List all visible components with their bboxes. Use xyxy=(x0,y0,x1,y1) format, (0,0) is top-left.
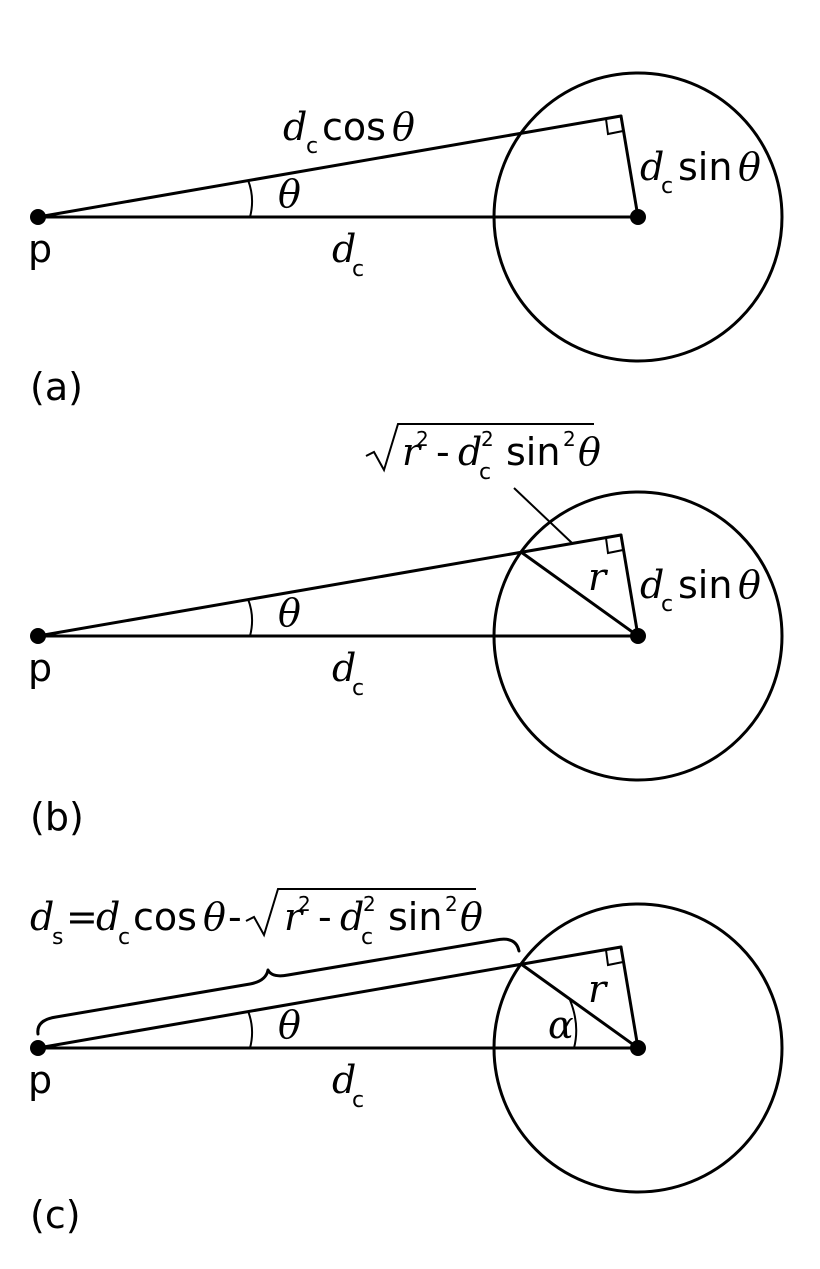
label-dc-sin-theta-b: d c sin θ xyxy=(640,563,761,617)
angle-arc-theta-c xyxy=(247,1010,254,1049)
eq-sign: = xyxy=(66,895,98,939)
angle-label-c: θ xyxy=(278,1003,301,1047)
sqrt-theta: θ xyxy=(578,430,601,474)
sqrt-d-exp: 2 xyxy=(481,427,494,451)
label-d: d xyxy=(332,227,356,271)
label-d: d xyxy=(332,1058,356,1102)
sqrt-minus: - xyxy=(436,430,450,474)
label-fn: sin xyxy=(678,145,732,189)
distance-brace-c xyxy=(36,937,521,1036)
label-theta: θ xyxy=(392,105,415,149)
alpha-label-c: α xyxy=(548,1003,574,1047)
right-angle-mark-b xyxy=(605,537,624,555)
caption-c: (c) xyxy=(30,1193,81,1237)
sqrt-r-exp: 2 xyxy=(298,892,311,916)
point-label-b: p xyxy=(28,646,52,690)
center-c xyxy=(630,1040,646,1056)
angle-label-b: θ xyxy=(278,591,301,635)
point-p-a xyxy=(30,209,46,225)
label-sub: c xyxy=(352,1088,364,1113)
dc-sub: c xyxy=(118,925,130,950)
sqrt-theta: θ xyxy=(460,895,483,939)
ds-sub: s xyxy=(52,925,63,950)
sqrt-d: d xyxy=(458,430,482,474)
sqrt-d-sub: c xyxy=(479,460,491,485)
sqrt-fn: sin xyxy=(506,430,560,474)
label-sub: c xyxy=(661,592,673,617)
caption-a: (a) xyxy=(30,365,83,409)
perpendicular-b xyxy=(619,533,640,638)
center-a xyxy=(630,209,646,225)
label-dc-cos-theta: d c cos θ xyxy=(283,105,415,159)
radius-label-b: r xyxy=(588,555,609,599)
label-sub: c xyxy=(306,134,318,159)
label-dc-base-a: d c xyxy=(332,227,364,282)
label-dc-sin-theta-a: d c sin θ xyxy=(640,145,761,199)
sqrt-fn: sin xyxy=(388,895,442,939)
point-label-a: p xyxy=(28,227,52,271)
sqrt-d-exp: 2 xyxy=(363,892,376,916)
ds-formula-c: d s = d c cos θ - r 2 - d 2 c sin 2 θ xyxy=(30,888,483,950)
sqrt-fn-exp: 2 xyxy=(445,892,458,916)
sqrt-sign xyxy=(365,423,594,473)
radius-label-c: r xyxy=(588,967,609,1011)
sqrt-fn-exp: 2 xyxy=(563,427,576,451)
radius-line-b xyxy=(519,550,640,638)
label-fn: cos xyxy=(322,105,386,149)
angle-arc-a xyxy=(247,179,254,218)
right-angle-mark-a xyxy=(605,118,624,136)
point-label-c: p xyxy=(28,1058,52,1102)
panel-c: p (c) d s = d c cos θ - r 2 - d 2 c sin … xyxy=(28,888,784,1237)
label-sub: c xyxy=(661,174,673,199)
label-d: d xyxy=(332,646,356,690)
sqrt-sign xyxy=(245,888,476,938)
center-b xyxy=(630,628,646,644)
angle-arc-alpha-c xyxy=(569,999,578,1049)
sqrt-expression-b: r 2 - d 2 c sin 2 θ xyxy=(365,423,601,485)
label-sub: c xyxy=(352,257,364,282)
hypotenuse-a xyxy=(36,114,623,219)
dc-d: d xyxy=(96,895,120,939)
label-theta: θ xyxy=(738,563,761,607)
leader-line-b xyxy=(513,487,573,544)
sqrt-r-exp: 2 xyxy=(416,427,429,451)
panel-a: p (a) d c cos θ d c sin θ θ d c xyxy=(28,71,784,409)
sqrt-d-sub: c xyxy=(361,925,373,950)
sqrt-r: r xyxy=(402,430,423,474)
point-p-b xyxy=(30,628,46,644)
right-angle-mark-c xyxy=(605,949,624,967)
radius-line-c xyxy=(519,962,640,1050)
label-sub: c xyxy=(352,676,364,701)
label-theta: θ xyxy=(738,145,761,189)
hypotenuse-b xyxy=(36,533,623,638)
label-d: d xyxy=(640,145,664,189)
label-d: d xyxy=(640,563,664,607)
cos-theta: θ xyxy=(203,895,226,939)
perpendicular-c xyxy=(619,945,640,1050)
angle-label-a: θ xyxy=(278,172,301,216)
minus-sign: - xyxy=(228,895,242,939)
label-fn: sin xyxy=(678,563,732,607)
sqrt-r: r xyxy=(284,895,305,939)
label-dc-base-b: d c xyxy=(332,646,364,701)
cos-fn: cos xyxy=(133,895,197,939)
label-dc-base-c: d c xyxy=(332,1058,364,1113)
angle-arc-b xyxy=(247,598,254,637)
ds-d: d xyxy=(30,895,54,939)
label-d: d xyxy=(283,105,307,149)
point-p-c xyxy=(30,1040,46,1056)
hypotenuse-c xyxy=(36,945,623,1050)
sqrt-d: d xyxy=(340,895,364,939)
perpendicular-a xyxy=(619,114,640,219)
sqrt-minus: - xyxy=(318,895,332,939)
caption-b: (b) xyxy=(30,795,84,839)
panel-b: p (b) r 2 - d 2 c sin 2 θ r d c sin θ θ … xyxy=(28,423,784,839)
